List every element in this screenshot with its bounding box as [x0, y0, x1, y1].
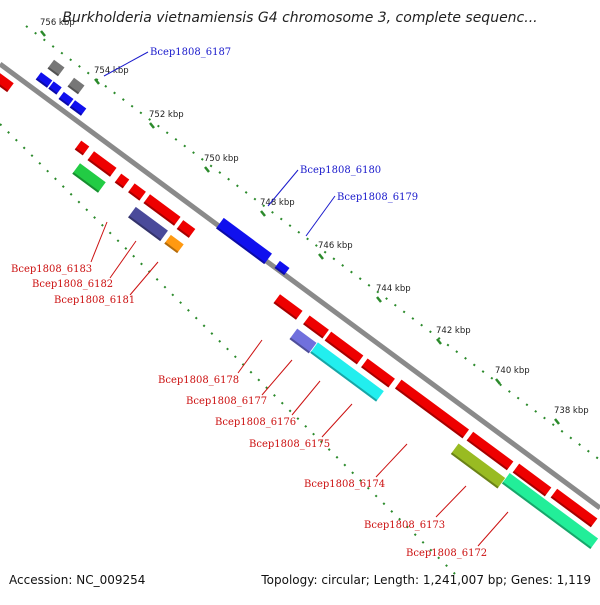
tick-mark [149, 122, 155, 129]
gene-r13[interactable] [512, 463, 552, 497]
outer-tick-track [25, 25, 600, 461]
gene-r4[interactable] [128, 183, 146, 201]
tick-mark [94, 78, 100, 85]
gene-r14[interactable] [550, 488, 598, 528]
tick-label: 744 kbp [376, 284, 411, 294]
tick-label: 738 kbp [554, 406, 589, 416]
leader-line [129, 261, 159, 296]
gene-6187-c[interactable] [58, 91, 74, 107]
tick-label: 740 kbp [495, 366, 530, 376]
gene-label-6174[interactable]: Bcep1808_6174 [304, 479, 385, 490]
gene-label-6175[interactable]: Bcep1808_6175 [249, 439, 330, 450]
leader-line [291, 380, 321, 416]
gene-label-6183[interactable]: Bcep1808_6183 [11, 264, 92, 275]
leader-group [90, 51, 509, 547]
gene-label-6177[interactable]: Bcep1808_6177 [186, 396, 267, 407]
gene-label-6181[interactable]: Bcep1808_6181 [54, 295, 135, 306]
gene-r12[interactable] [466, 431, 514, 471]
accession-text: Accession: NC_009254 [9, 573, 146, 587]
topology-summary: Topology: circular; Length: 1,241,007 bp… [261, 573, 591, 587]
gene-group [0, 59, 599, 549]
leader-line [321, 403, 353, 438]
leader-line [435, 485, 467, 518]
tick-label: 742 kbp [436, 326, 471, 336]
gene-r2[interactable] [87, 151, 117, 177]
leader-line [90, 221, 108, 263]
tick-label: 756 kbp [40, 18, 75, 28]
gene-grey-2[interactable] [67, 77, 85, 95]
gene-6187-b[interactable] [48, 81, 62, 95]
leader-line [477, 511, 509, 547]
leader-line [261, 359, 293, 396]
gene-6181[interactable] [164, 234, 184, 254]
leader-line [237, 339, 263, 374]
tick-label: 746 kbp [318, 241, 353, 251]
leader-line [103, 51, 149, 77]
tick-group: 756 kbp 754 kbp 752 kbp 750 kbp 748 kbp 746 k… [40, 18, 589, 425]
gene-r1[interactable] [74, 140, 90, 156]
tick-mark [260, 210, 266, 217]
gene-label-6182[interactable]: Bcep1808_6182 [32, 279, 113, 290]
gene-6177[interactable] [289, 328, 317, 354]
gene-6187-a[interactable] [35, 72, 53, 88]
tick-label: 748 kbp [260, 198, 295, 208]
gene-r10[interactable] [361, 358, 395, 388]
tick-label: 752 kbp [149, 110, 184, 120]
gene-label-6179[interactable]: Bcep1808_6179 [337, 192, 418, 203]
gene-6180[interactable] [216, 217, 272, 265]
gene-label-6176[interactable]: Bcep1808_6176 [215, 417, 296, 428]
gene-green[interactable] [72, 163, 106, 193]
inner-guide [0, 123, 456, 575]
chromosome-backbone [0, 61, 600, 511]
gene-label-6172[interactable]: Bcep1808_6172 [406, 548, 487, 559]
gene-r6[interactable] [176, 220, 196, 238]
tick-mark [204, 166, 210, 173]
gene-label-6180[interactable]: Bcep1808_6180 [300, 165, 381, 176]
map-title: Burkholderia vietnamiensis G4 chromosome… [62, 10, 538, 26]
tick-mark [376, 296, 382, 303]
gene-label-6187[interactable]: Bcep1808_6187 [150, 47, 231, 58]
tick-mark [495, 378, 501, 385]
gene-6172[interactable] [501, 473, 599, 549]
gene-r7[interactable] [273, 294, 303, 320]
gene-r8[interactable] [303, 315, 329, 339]
gene-edge[interactable] [0, 67, 14, 93]
tick-label: 754 kbp [94, 66, 129, 76]
gene-6173[interactable] [450, 443, 506, 489]
tick-mark [436, 338, 442, 345]
leader-line [375, 443, 408, 478]
gene-6179[interactable] [274, 260, 290, 276]
gene-label-6178[interactable]: Bcep1808_6178 [158, 375, 239, 386]
gene-grey-1[interactable] [47, 59, 65, 77]
gene-r9[interactable] [324, 331, 364, 365]
gene-label-6173[interactable]: Bcep1808_6173 [364, 520, 445, 531]
tick-label: 750 kbp [204, 154, 239, 164]
gene-r5[interactable] [143, 194, 181, 226]
tick-mark [40, 30, 46, 37]
gene-6176[interactable] [310, 342, 384, 402]
leader-line [305, 195, 336, 237]
gene-6183[interactable] [128, 206, 168, 242]
gene-r11[interactable] [394, 379, 470, 439]
gene-r3[interactable] [114, 173, 130, 189]
tick-mark [318, 253, 324, 260]
leader-line [267, 169, 299, 207]
tick-mark [554, 418, 560, 425]
gene-6187-d[interactable] [69, 100, 87, 116]
leader-line [109, 240, 137, 279]
